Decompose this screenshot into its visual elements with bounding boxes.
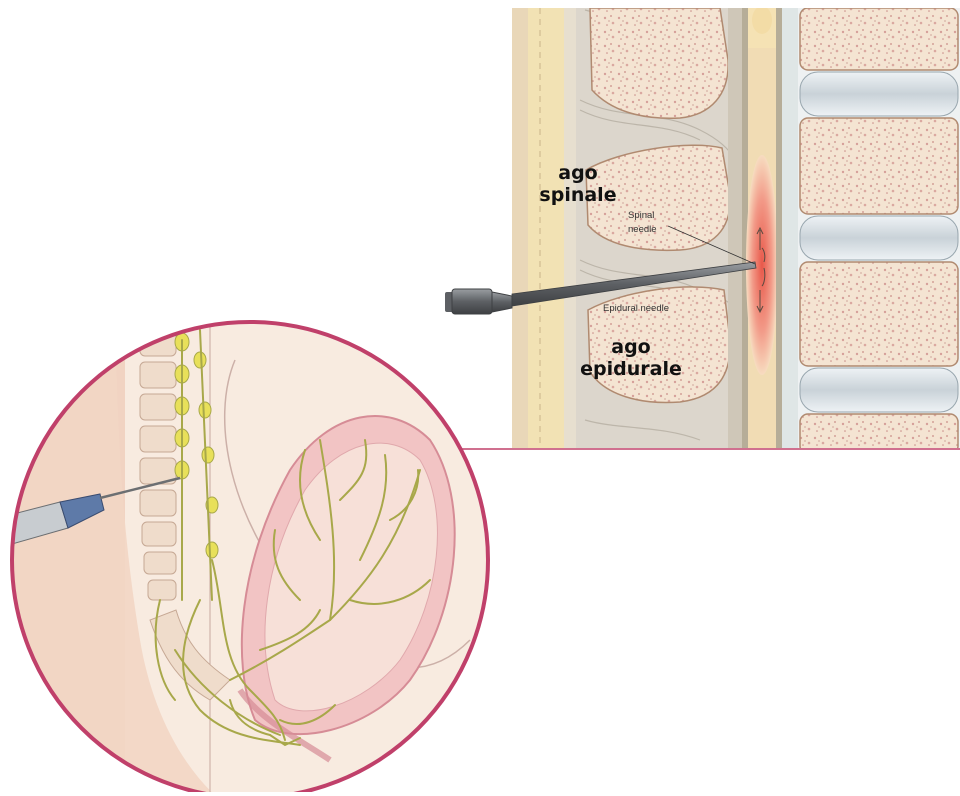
ago-epidurale-line2: epidurale [575,358,687,380]
ago-epidurale-line1: ago [575,336,687,358]
ago-spinale-line2: spinale [538,184,618,206]
ago-spinale-label: ago spinale [538,162,618,206]
spinous-process [590,8,728,118]
spinal-needle-label-line2: needle [628,224,657,235]
ago-spinale-line1: ago [538,162,618,184]
vertebral-bodies [798,8,960,454]
spinal-needle-label-line1: Spinal [628,210,654,221]
pelvis-inset [0,300,520,792]
spine-cross-section [512,6,960,454]
epidural-needle-label: Epidural needle [603,303,669,314]
ago-epidurale-label: ago epidurale [575,336,687,380]
